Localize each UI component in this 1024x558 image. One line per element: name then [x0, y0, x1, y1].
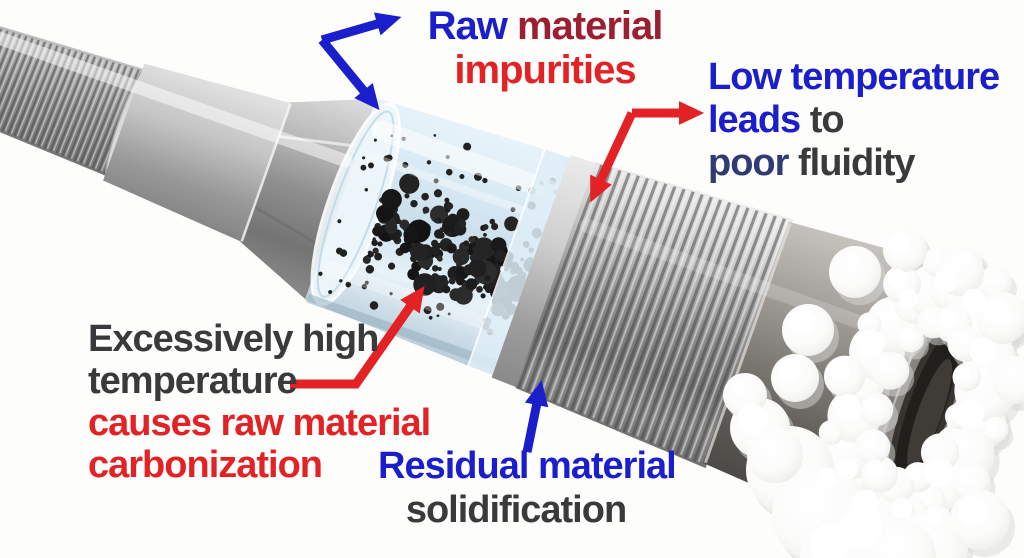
label-word-to: to [809, 99, 845, 141]
foam-ring [723, 228, 1024, 558]
label-word-poor: poor [708, 142, 789, 184]
arrow-high-temperature [290, 286, 425, 389]
label-high-temperature: Excessively high temperature causes raw … [88, 318, 431, 486]
label-line: solidification [405, 489, 627, 531]
label-low-temperature: Low temperature leads to poor fluidity [708, 56, 1000, 185]
label-word-leads: leads [708, 99, 801, 141]
label-line: Residual material [378, 445, 677, 487]
arrow-low-temperature [590, 101, 705, 203]
hex-taper-section [240, 98, 379, 301]
label-raw-material-impurities: Raw material impurities [406, 4, 684, 92]
label-line: carbonization [88, 444, 323, 486]
specular-highlight [0, 25, 353, 168]
arrow-raw-impurities [318, 12, 402, 111]
clamp-ring [491, 155, 598, 388]
label-line: Excessively high [88, 318, 379, 360]
label-word-fluidity: fluidity [798, 142, 916, 184]
label-line: Low temperature [708, 56, 1000, 98]
label-residual-material: Residual material solidification [378, 444, 677, 532]
label-line: causes raw material [88, 402, 431, 444]
label-word-impurities: impurities [454, 48, 636, 92]
label-word-raw: Raw [427, 4, 508, 48]
arrow-residual-material [522, 380, 549, 453]
label-word-material: material [516, 4, 663, 48]
smooth-cylinder-section [103, 63, 296, 244]
label-line: temperature [88, 360, 298, 402]
